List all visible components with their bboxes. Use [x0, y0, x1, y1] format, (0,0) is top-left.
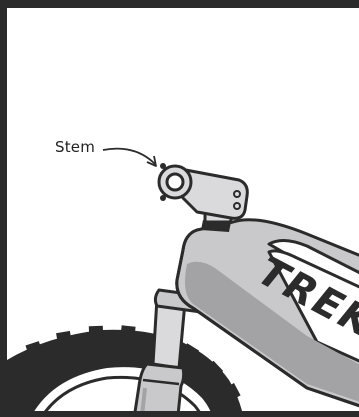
front-tire [7, 325, 245, 417]
stem-callout-label: Stem [55, 138, 95, 156]
bike-front-illustration: TREK [7, 8, 359, 417]
stem [159, 163, 247, 218]
callout-arrow [103, 149, 156, 166]
